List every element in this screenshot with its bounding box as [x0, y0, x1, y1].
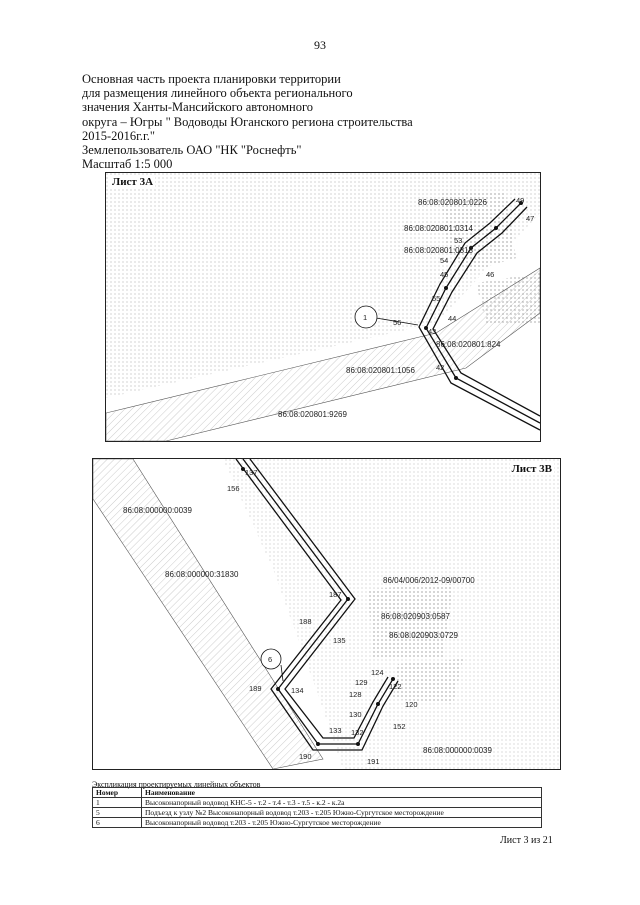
parcel-label: 86:08:020903:0587: [381, 612, 451, 621]
point-label: 122: [389, 682, 402, 691]
header-line: значения Ханты-Мансийского автономного: [82, 100, 314, 115]
point-label: 45: [440, 270, 448, 279]
point-label: 47: [526, 214, 534, 223]
parcel-label: 86:08:020903:0729: [389, 631, 459, 640]
legend-caption: Экспликация проектируемых линейных объек…: [92, 780, 261, 789]
legend-table: Номер Наименование 1 Высоконапорный водо…: [92, 787, 542, 828]
callout-number: 1: [363, 313, 367, 322]
legend-number: 5: [92, 807, 142, 818]
legend-number: 6: [92, 817, 142, 828]
parcel-label: 86/04/006/2012-09/00700: [383, 576, 475, 585]
legend-header-row: Номер Наименование: [92, 787, 542, 798]
pipeline-points: [424, 201, 523, 380]
point-label: 46: [486, 270, 494, 279]
point-label: 156: [227, 484, 240, 493]
sheet-footer: Лист 3 из 21: [500, 835, 553, 846]
table-row: 5 Подъезд к узлу №2 Высоконапорный водов…: [92, 807, 542, 818]
point-label: 133: [329, 726, 342, 735]
dense-block: [476, 273, 540, 323]
map-3a-drawing: 86:08:020801:0226 86:08:020801:0314 86:0…: [106, 173, 540, 441]
parcel-label: 86:08:020801:9269: [278, 410, 348, 419]
map-title: Лист 3В: [509, 463, 554, 475]
parcel-label: 86:08:000000:0039: [423, 746, 493, 755]
callout-number: 6: [268, 655, 272, 664]
table-row: 6 Высоконапорный водовод т.203 - т.205 Ю…: [92, 817, 542, 828]
parcel-label: 86:08:020801:1056: [346, 366, 416, 375]
header-line: округа – Югры " Водоводы Юганского регио…: [82, 114, 413, 129]
dense-block: [393, 659, 463, 704]
header-line: Основная часть проекта планировки террит…: [82, 72, 341, 86]
point-label: 54: [440, 256, 448, 265]
point-label: 49: [516, 196, 524, 205]
map-title: Лист 3А: [110, 176, 156, 188]
point-label: 129: [355, 678, 368, 687]
point-label: 120: [405, 700, 418, 709]
map-sheet-3a: 86:08:020801:0226 86:08:020801:0314 86:0…: [105, 172, 541, 442]
header-line: для размещения линейного объекта региона…: [82, 86, 353, 101]
point-label: 134: [291, 686, 304, 695]
point-label: 137: [245, 468, 258, 477]
point-label: 124: [371, 668, 384, 677]
point-label: 152: [393, 722, 406, 731]
document-header: Основная часть проекта планировки террит…: [82, 72, 522, 171]
header-line: 2015-2016г.г.": [82, 128, 155, 143]
parcel-label: 86:08:020801:0226: [418, 198, 488, 207]
parcel-label: 86:08:000000:0039: [123, 506, 193, 515]
legend-number: 1: [92, 797, 142, 808]
map-sheet-3v: 86:08:000000:0039 86:08:000000:31830 86/…: [92, 458, 561, 770]
legend-name: Высоконапорный водовод КНС-5 - т.2 - т.4…: [141, 797, 542, 808]
point-label: 43: [428, 327, 436, 336]
map-3v-drawing: 86:08:000000:0039 86:08:000000:31830 86/…: [93, 459, 560, 769]
point-label: 128: [349, 690, 362, 699]
legend-header: Номер: [92, 787, 142, 798]
header-line: Землепользователь ОАО "НК "Роснефть": [82, 143, 302, 158]
dense-block: [368, 584, 453, 659]
point-label: 42: [436, 363, 444, 372]
point-label: 132: [351, 728, 364, 737]
point-label: 44: [448, 314, 456, 323]
callout-circle: [354, 305, 378, 329]
point-label: 53: [454, 236, 462, 245]
point-label: 56: [393, 318, 401, 327]
corridor-band: [93, 459, 324, 769]
point-label: 189: [249, 684, 262, 693]
forest-area: [106, 173, 540, 398]
point-label: 188: [299, 617, 312, 626]
point-label: 187: [329, 590, 342, 599]
page-number: 93: [314, 38, 326, 52]
parcel-label: 86:08:000000:31830: [165, 570, 239, 579]
point-label: 190: [299, 752, 312, 761]
point-label: 135: [333, 636, 346, 645]
header-line: Масштаб 1:5 000: [82, 157, 173, 172]
point-label: 55: [432, 294, 440, 303]
legend-name: Высоконапорный водовод т.203 - т.205 Южн…: [141, 817, 542, 828]
pipeline-points: [241, 467, 395, 746]
point-label: 191: [367, 757, 380, 766]
parcel-label: 86:08:020801:0313: [404, 246, 474, 255]
legend-name: Подъезд к узлу №2 Высоконапорный водовод…: [141, 807, 542, 818]
callout-circle: [260, 648, 282, 670]
point-label: 130: [349, 710, 362, 719]
parcel-label: 86:08:020801:0314: [404, 224, 474, 233]
parcel-label: 86:08:020801:824: [436, 340, 501, 349]
table-row: 1 Высоконапорный водовод КНС-5 - т.2 - т…: [92, 797, 542, 808]
corridor-band: [106, 267, 540, 441]
legend-header: Наименование: [141, 787, 542, 798]
